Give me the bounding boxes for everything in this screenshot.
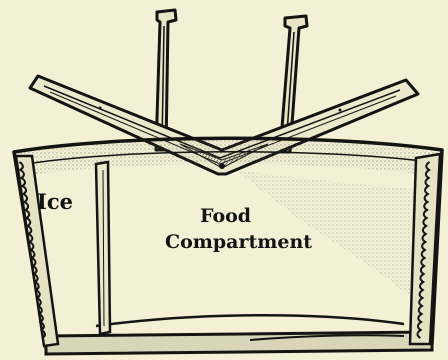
ice-partition-wall bbox=[96, 162, 110, 334]
food-label: Food bbox=[200, 205, 251, 227]
right-insulated-wall bbox=[410, 154, 440, 344]
compartment-label: Compartment bbox=[165, 231, 312, 253]
left-insulated-wall bbox=[16, 156, 58, 346]
ice-label: Ice bbox=[37, 189, 73, 214]
